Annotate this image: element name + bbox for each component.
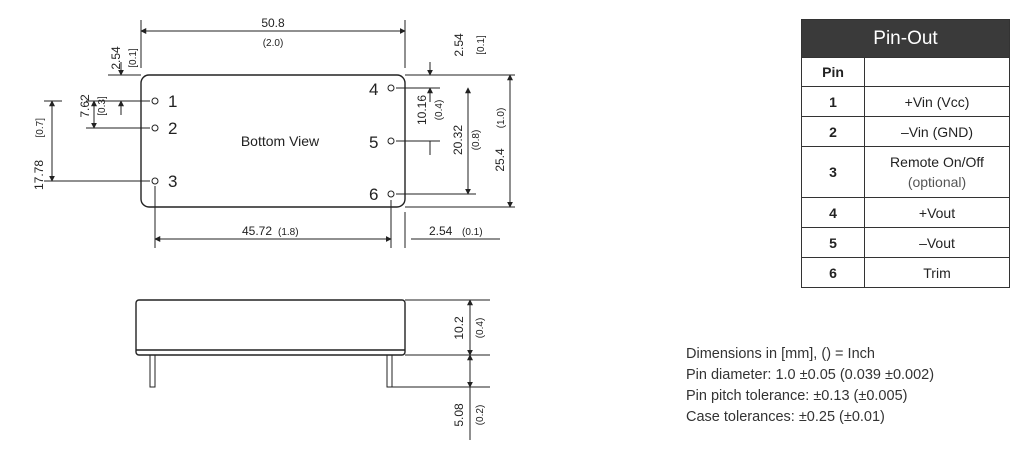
pin-function: +Vin (Vcc) <box>864 86 1010 117</box>
dim-side-height-in: (0.4) <box>475 318 486 339</box>
pin-label-4: 4 <box>369 80 378 99</box>
table-row: 6 Trim <box>801 257 1010 288</box>
dim-height-left-mm: 17.78 <box>32 160 46 190</box>
pin-number: 2 <box>801 116 865 147</box>
dim-top-offset-left-mm: 2.54 <box>109 46 123 70</box>
side-view: 10.2 (0.4) 5.08 (0.2) <box>135 299 490 440</box>
pin-function: Remote On/Off (optional) <box>864 146 1010 198</box>
dim-span-right-mm: 20.32 <box>451 125 465 155</box>
side-pin-right <box>386 354 393 388</box>
pin-number: 5 <box>801 227 865 258</box>
pin-label-3: 3 <box>168 172 177 191</box>
dim-pitch-right-in: (0.4) <box>434 100 445 121</box>
dim-height-right-mm: 25.4 <box>493 148 507 172</box>
dim-width-mm: 50.8 <box>261 16 285 30</box>
pin-hole-1 <box>151 97 159 105</box>
pin-function: –Vin (GND) <box>864 116 1010 147</box>
note-line: Dimensions in [mm], () = Inch <box>686 346 875 362</box>
dim-pin-len-mm: 5.08 <box>452 403 466 427</box>
dim-pitch-left-in: [0.3] <box>97 96 108 116</box>
pinout-table: Pin-Out Pin 1 +Vin (Vcc) 2 –Vin (GND) 3 … <box>801 19 1010 288</box>
dim-pin-row-in: (1.8) <box>278 227 299 238</box>
pin-function: +Vout <box>864 197 1010 228</box>
dim-width-in: (2.0) <box>263 38 284 49</box>
dim-span-right-in: (0.8) <box>471 130 482 151</box>
table-row: 5 –Vout <box>801 227 1010 258</box>
dim-pitch-left-mm: 7.62 <box>78 94 92 118</box>
pin-function-note: (optional) <box>907 174 967 190</box>
pin-function: Trim <box>864 257 1010 288</box>
pinout-header-pin: Pin <box>801 57 865 87</box>
pin-label-5: 5 <box>369 133 378 152</box>
pin-number: 4 <box>801 197 865 228</box>
dim-right-offset-in: (0.1) <box>462 227 483 238</box>
dim-height-right-in: (1.0) <box>496 108 507 129</box>
pin-number: 3 <box>801 146 865 198</box>
note-line: Case tolerances: ±0.25 (±0.01) <box>686 409 885 425</box>
dim-pitch-right-mm: 10.16 <box>415 95 429 125</box>
pin-hole-2 <box>151 124 159 132</box>
side-pin-left <box>149 354 156 388</box>
dim-top-offset-left-in: [0.1] <box>128 48 139 68</box>
dim-side-height-mm: 10.2 <box>452 316 466 340</box>
pin-hole-6 <box>387 190 395 198</box>
dim-pin-row-mm: 45.72 <box>242 224 272 238</box>
side-body <box>135 299 406 356</box>
dim-height-left-in: [0.7] <box>35 118 46 138</box>
dim-top-offset-right-in: [0.1] <box>476 35 487 55</box>
note-line: Pin diameter: 1.0 ±0.05 (0.039 ±0.002) <box>686 367 935 383</box>
pinout-header-func <box>864 57 1010 87</box>
bottom-view-label: Bottom View <box>241 133 320 149</box>
note-line: Pin pitch tolerance: ±0.13 (±0.005) <box>686 388 908 404</box>
bottom-view: Bottom View 1 2 3 4 5 6 50.8 (2.0) 45.72… <box>32 16 515 248</box>
pin-label-1: 1 <box>168 92 177 111</box>
table-row: 1 +Vin (Vcc) <box>801 86 1010 117</box>
dim-pin-len-in: (0.2) <box>475 405 486 426</box>
pin-hole-5 <box>387 137 395 145</box>
pin-hole-3 <box>151 177 159 185</box>
table-row: 3 Remote On/Off (optional) <box>801 146 1010 198</box>
pin-label-6: 6 <box>369 185 378 204</box>
pin-number: 6 <box>801 257 865 288</box>
pinout-title: Pin-Out <box>801 19 1010 58</box>
dim-top-offset-right-mm: 2.54 <box>452 33 466 57</box>
pin-hole-4 <box>387 84 395 92</box>
table-row: 4 +Vout <box>801 197 1010 228</box>
pin-function: –Vout <box>864 227 1010 258</box>
dim-right-offset-mm: 2.54 <box>429 224 453 238</box>
table-row: 2 –Vin (GND) <box>801 116 1010 147</box>
dimension-notes: Dimensions in [mm], () = Inch Pin diamet… <box>686 344 934 428</box>
pin-label-2: 2 <box>168 119 177 138</box>
pin-function-text: Remote On/Off <box>890 154 984 170</box>
pin-number: 1 <box>801 86 865 117</box>
